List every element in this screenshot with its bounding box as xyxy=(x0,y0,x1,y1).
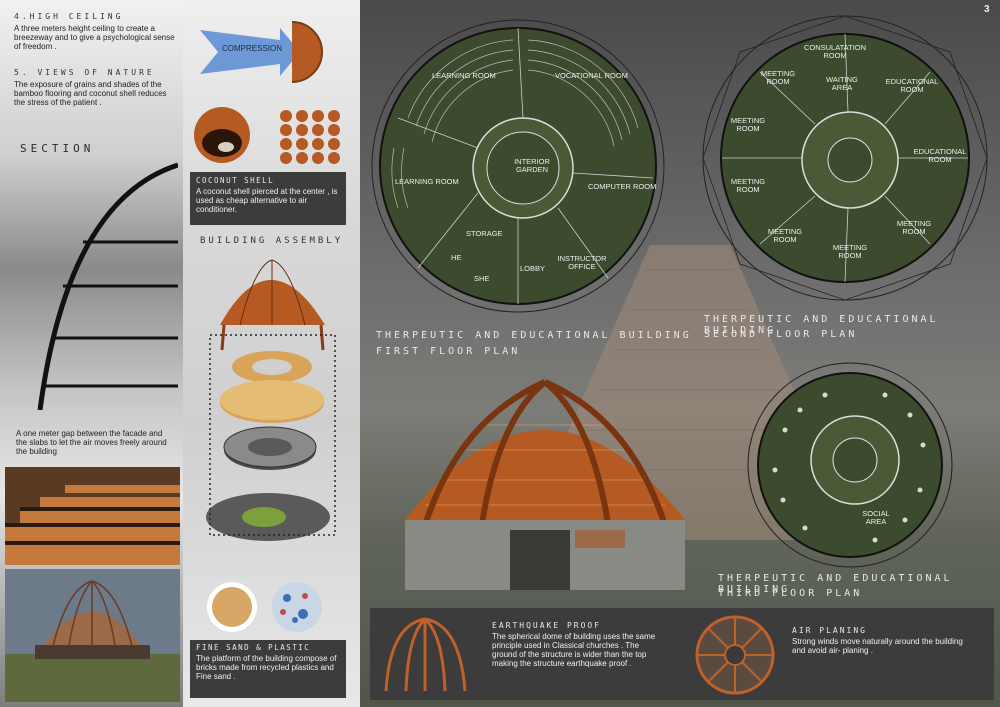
earthquake-text: The spherical dome of building uses the … xyxy=(492,632,656,668)
compression-diagram xyxy=(200,21,323,83)
sf-waiting-area: WAITING AREA xyxy=(826,75,858,92)
ff-learning-room-top: LEARNING ROOM xyxy=(432,71,496,80)
section-gap-text: A one meter gap between the facade and t… xyxy=(16,429,167,456)
tf-title-line1: THERPEUTIC AND EDUCATIONAL BUILDING xyxy=(718,573,953,595)
section-drawing xyxy=(37,162,178,410)
sf-meeting-room-1: MEETING ROOM xyxy=(760,69,796,86)
ff-he: HE xyxy=(451,253,462,262)
ff-learning-room-left: LEARNING ROOM xyxy=(395,177,459,186)
slab-gap-photo xyxy=(5,467,180,565)
page-number: 3 xyxy=(984,4,990,15)
air-planing-dome-top xyxy=(695,615,775,695)
third-floor-plan xyxy=(747,362,953,568)
exploded-assembly-diagram xyxy=(206,259,336,541)
coconut-shell-grid xyxy=(280,110,340,164)
sf-meeting-room-3: MEETING ROOM xyxy=(730,177,766,194)
earthquake-dome-frame xyxy=(384,617,467,692)
air-planing-text: Strong winds move naturally around the b… xyxy=(792,637,963,655)
fine-sand-heading: FINE SAND & PLASTIC xyxy=(196,643,311,652)
ff-title-line1: THERPEUTIC AND EDUCATIONAL BUILDING xyxy=(376,330,692,341)
sf-meeting-room-5: MEETING ROOM xyxy=(767,227,803,244)
high-ceiling-text: A three meters height ceiling to create … xyxy=(14,24,175,51)
building-assembly-heading: BUILDING ASSEMBLY xyxy=(200,236,344,246)
dome-section-render xyxy=(405,379,685,591)
views-of-nature-text: The exposure of grains and shades of the… xyxy=(14,80,167,107)
fine-sand-text: The platform of the building compose of … xyxy=(196,654,337,681)
second-floor-plan xyxy=(702,15,988,301)
high-ceiling-heading: 4.HIGH CEILING xyxy=(14,12,124,21)
ff-lobby: LOBBY xyxy=(520,264,546,273)
dome-exterior-render xyxy=(5,569,180,702)
sf-consultation-room: CONSULATATION ROOM xyxy=(803,43,867,60)
views-of-nature-heading: 5. VIEWS OF NATURE xyxy=(14,68,155,77)
fine-sand-panel xyxy=(190,640,346,698)
ff-interior-garden: INTERIOR GARDEN xyxy=(514,157,550,174)
compression-label: COMPRESSION xyxy=(222,44,283,53)
coconut-shell-large xyxy=(194,107,250,163)
sf-educational-room-1: EDUCATIONAL ROOM xyxy=(885,77,939,94)
ff-title-line2: FIRST FLOOR PLAN xyxy=(376,346,521,357)
sf-meeting-room-2: MEETING ROOM xyxy=(730,116,766,133)
bottom-info-panel xyxy=(370,608,994,700)
coconut-shell-heading: COCONUT SHELL xyxy=(196,176,275,185)
tf-title-line2: THIRD FLOOR PLAN xyxy=(718,588,863,599)
sand-plastic-images xyxy=(207,582,322,632)
air-planing-heading: AIR PLANING xyxy=(792,626,867,635)
first-floor-plan xyxy=(371,19,665,313)
sf-educational-room-2: EDUCATIONAL ROOM xyxy=(913,147,967,164)
ff-computer-room: COMPUTER ROOM xyxy=(588,182,657,191)
tf-social-area: SOCIAL AREA xyxy=(862,509,890,526)
coconut-shell-panel xyxy=(190,172,346,225)
sf-meeting-room-6: MEETING ROOM xyxy=(832,243,868,260)
sf-meeting-room-4: MEETING ROOM xyxy=(896,219,932,236)
ff-she: SHE xyxy=(474,274,490,283)
ff-instructor-office: INSTRUCTOR OFFICE xyxy=(557,254,607,271)
earthquake-heading: EARTHQUAKE PROOF xyxy=(492,621,602,630)
sf-title-line1: THERPEUTIC AND EDUCATIONAL BUILDING xyxy=(704,314,939,336)
section-heading: SECTION xyxy=(20,142,95,155)
ff-vocational-room: VOCATIONAL ROOM xyxy=(555,71,628,80)
sf-title-line2: SECOND FLOOR PLAN xyxy=(704,329,858,340)
ff-storage: STORAGE xyxy=(466,229,503,238)
coconut-shell-text: A coconut shell pierced at the center , … xyxy=(196,187,338,214)
